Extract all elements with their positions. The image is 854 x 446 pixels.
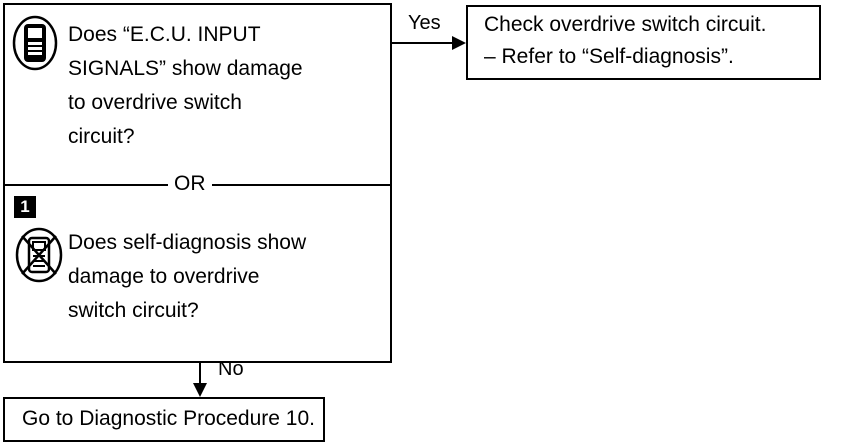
- step-number-badge: 1: [14, 196, 36, 218]
- yes-connector-line: [392, 42, 454, 44]
- yes-result-box: [466, 5, 821, 80]
- yes-result-line-1: Check overdrive switch circuit.: [484, 13, 767, 36]
- no-connector-line: [199, 363, 201, 385]
- no-arrowhead: [193, 383, 207, 397]
- question-2-line-1: Does self-diagnosis show: [68, 231, 307, 254]
- or-label: OR: [168, 167, 212, 201]
- no-result-box: [3, 397, 325, 442]
- question-2-line-3: switch circuit?: [68, 299, 199, 322]
- yes-label: Yes: [408, 12, 441, 34]
- no-label: No: [218, 358, 244, 380]
- no-consult-tester-icon: [15, 227, 63, 283]
- question-1-line-4: circuit?: [68, 125, 135, 148]
- yes-result-line-2: – Refer to “Self-diagnosis”.: [484, 45, 734, 68]
- consult-tester-icon: [12, 15, 58, 71]
- no-result-text: Go to Diagnostic Procedure 10.: [22, 407, 315, 430]
- question-2-line-2: damage to overdrive: [68, 265, 260, 288]
- yes-arrowhead: [452, 36, 466, 50]
- question-1-line-1: Does “E.C.U. INPUT: [68, 23, 261, 46]
- question-1-line-2: SIGNALS” show damage: [68, 57, 303, 80]
- question-1-line-3: to overdrive switch: [68, 91, 242, 114]
